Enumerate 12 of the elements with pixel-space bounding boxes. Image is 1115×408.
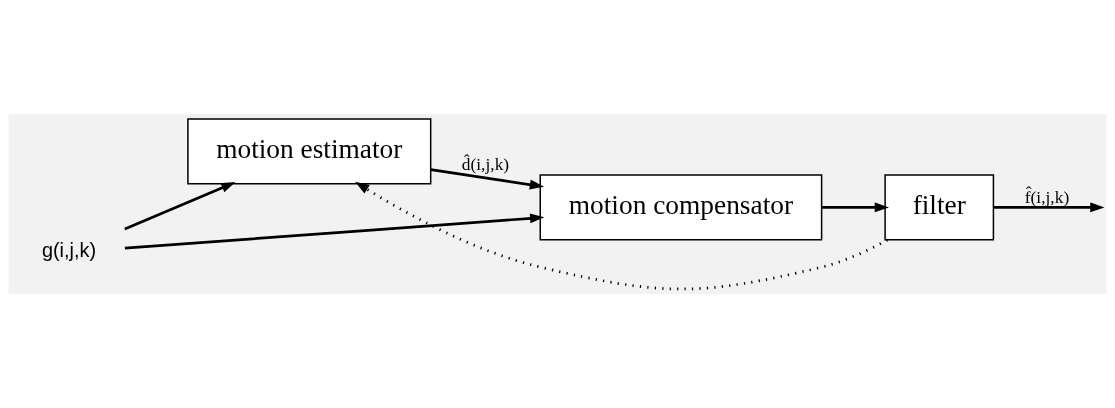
arrow bbox=[124, 182, 236, 231]
edge-label: f̂(i,j,k) bbox=[1024, 186, 1070, 207]
node-box: filter bbox=[884, 174, 995, 241]
arrow bbox=[430, 168, 544, 190]
node-box: motion compensator bbox=[539, 174, 823, 241]
edge-label: d̂(i,j,k) bbox=[461, 154, 510, 175]
node-text: g(i,j,k) bbox=[41, 238, 97, 261]
arrow bbox=[993, 202, 1105, 213]
node-box: motion estimator bbox=[187, 118, 432, 185]
arrow bbox=[355, 181, 888, 291]
arrow bbox=[124, 213, 545, 250]
arrow bbox=[821, 202, 889, 213]
